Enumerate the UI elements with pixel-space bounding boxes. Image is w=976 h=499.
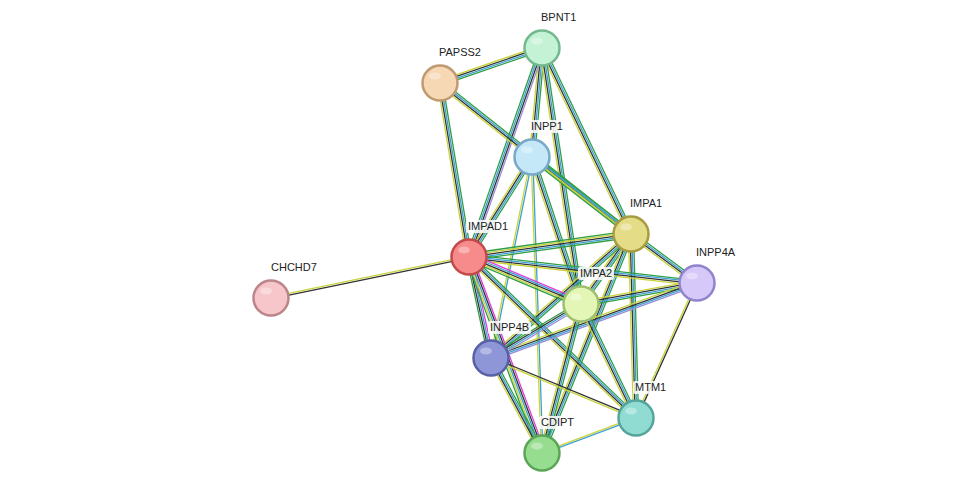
evidence-line xyxy=(535,174,573,289)
evidence-line xyxy=(538,173,576,288)
protein-label: IMPA2 xyxy=(578,267,614,280)
evidence-line xyxy=(501,372,536,437)
node-circle xyxy=(562,285,600,323)
evidence-line xyxy=(533,174,542,436)
evidence-line xyxy=(497,374,532,439)
interaction-edge xyxy=(472,272,540,439)
evidence-line xyxy=(455,92,619,222)
evidence-line xyxy=(645,243,684,272)
evidence-line xyxy=(506,286,680,349)
evidence-line xyxy=(643,246,682,275)
node-circle xyxy=(513,138,551,176)
interaction-edge xyxy=(483,260,566,300)
node-circle xyxy=(450,238,488,276)
evidence-line xyxy=(500,373,535,438)
protein-node: IMPA2 xyxy=(562,285,600,323)
protein-node: INPP4B xyxy=(472,339,510,377)
node-circle xyxy=(472,339,510,377)
protein-label: IMPA1 xyxy=(628,197,664,210)
node-circle xyxy=(252,279,290,317)
interaction-edge xyxy=(452,92,619,226)
evidence-line xyxy=(547,165,619,221)
protein-node: BPNT1 xyxy=(523,29,561,67)
protein-node: CDIPT xyxy=(523,434,561,472)
node-circle xyxy=(678,264,716,302)
evidence-line xyxy=(485,262,566,296)
evidence-line xyxy=(546,167,618,223)
evidence-line xyxy=(532,174,541,436)
evidence-line xyxy=(444,100,467,240)
node-circle xyxy=(421,64,459,102)
protein-node: CHCHD7 xyxy=(252,279,290,317)
evidence-line xyxy=(485,233,613,251)
interaction-edge xyxy=(485,233,614,258)
evidence-line xyxy=(442,100,465,240)
evidence-line xyxy=(644,245,683,274)
evidence-line xyxy=(646,242,685,271)
interaction-edge xyxy=(643,242,685,275)
protein-label: MTM1 xyxy=(633,381,668,394)
protein-label: PAPSS2 xyxy=(437,46,483,59)
protein-node: MTM1 xyxy=(617,399,655,437)
evidence-line xyxy=(486,238,614,256)
evidence-line xyxy=(480,173,525,244)
interaction-edge xyxy=(497,372,536,439)
evidence-line xyxy=(498,373,533,438)
evidence-line xyxy=(445,99,468,239)
evidence-line xyxy=(486,236,614,254)
node-circle xyxy=(523,434,561,472)
evidence-line xyxy=(454,93,618,223)
evidence-line xyxy=(475,64,537,241)
protein-label: INPP4B xyxy=(488,321,531,334)
evidence-line xyxy=(440,100,463,240)
evidence-line xyxy=(457,56,527,80)
protein-node: PAPSS2 xyxy=(421,64,459,102)
evidence-line xyxy=(507,364,621,411)
protein-node: IMPA1 xyxy=(612,215,650,253)
interaction-edge xyxy=(440,99,468,240)
protein-node: IMPAD1 xyxy=(450,238,488,276)
node-circle xyxy=(523,29,561,67)
evidence-line xyxy=(591,318,631,401)
protein-node: INPP1 xyxy=(513,138,551,176)
protein-label: CHCHD7 xyxy=(269,261,319,274)
evidence-line xyxy=(473,274,534,438)
evidence-line xyxy=(586,320,626,403)
protein-label: INPP1 xyxy=(529,120,565,133)
evidence-line xyxy=(506,365,620,412)
evidence-line xyxy=(486,235,614,253)
interaction-edge xyxy=(532,174,543,436)
protein-label: BPNT1 xyxy=(539,11,578,24)
protein-label: INPP4A xyxy=(694,246,737,259)
evidence-line xyxy=(474,64,536,241)
interaction-edge xyxy=(586,318,631,404)
evidence-line xyxy=(545,168,617,224)
protein-node: INPP4A xyxy=(678,264,716,302)
node-circle xyxy=(612,215,650,253)
interaction-edge xyxy=(472,63,539,242)
interaction-edge xyxy=(506,286,682,354)
protein-label: IMPAD1 xyxy=(466,220,510,233)
evidence-line xyxy=(589,319,629,402)
evidence-line xyxy=(588,320,628,403)
interaction-edge xyxy=(597,284,680,304)
node-circle xyxy=(617,399,655,437)
protein-label: CDIPT xyxy=(539,416,576,429)
interaction-edge xyxy=(506,364,620,413)
evidence-line xyxy=(472,63,534,240)
